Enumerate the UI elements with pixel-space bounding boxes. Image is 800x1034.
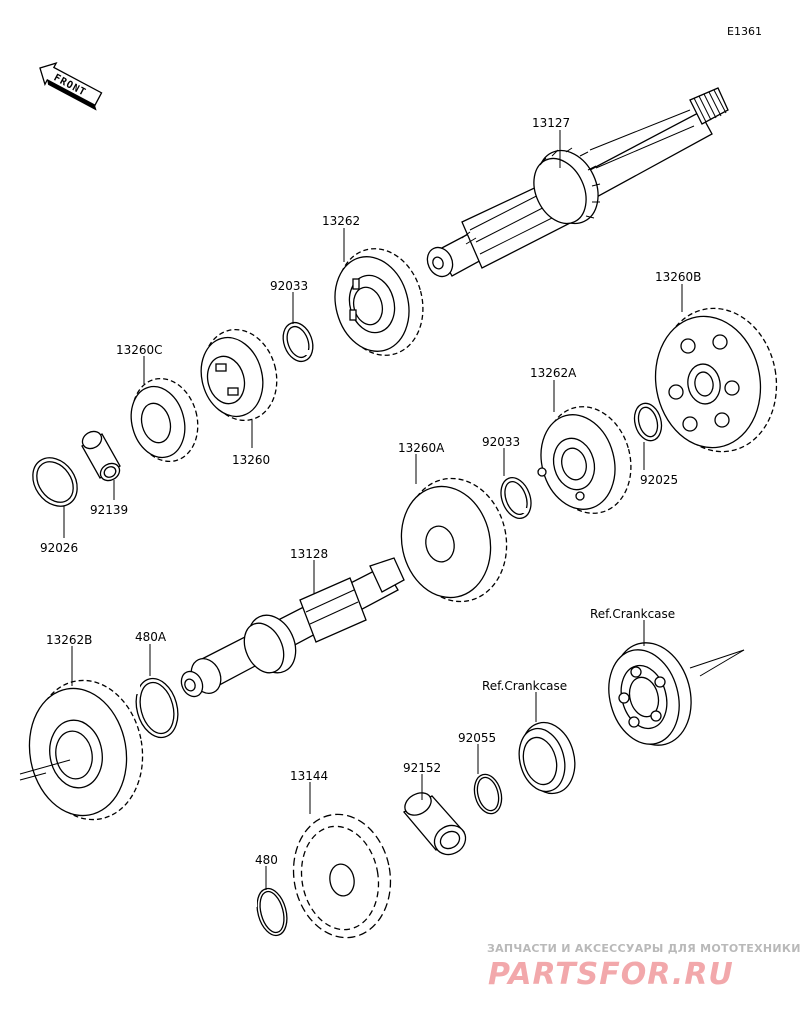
gear-13260C[interactable]	[123, 371, 207, 469]
gear-13262A[interactable]	[531, 397, 643, 523]
bushing-92139[interactable]	[79, 428, 122, 484]
label-13262A[interactable]: 13262A	[530, 366, 577, 380]
collar-92152[interactable]	[401, 788, 471, 860]
output-shaft-13127[interactable]	[423, 87, 729, 281]
bearing-ref-crankcase-large[interactable]	[599, 634, 702, 754]
leader-lines	[63, 130, 683, 890]
label-13262[interactable]: 13262	[322, 214, 360, 228]
label-92033-upper[interactable]: 92033	[270, 279, 308, 293]
part-labels: 13127 13262 92033 13260C 13260 92139 920…	[40, 116, 701, 867]
label-ref-crankcase-1[interactable]: Ref.Crankcase	[590, 607, 675, 621]
washer-92025[interactable]	[631, 400, 666, 443]
label-13262B[interactable]: 13262B	[46, 633, 92, 647]
circlip-480A[interactable]	[130, 674, 184, 742]
label-92033-lower[interactable]: 92033	[482, 435, 520, 449]
gear-13260[interactable]	[193, 321, 287, 429]
label-13128[interactable]: 13128	[290, 547, 328, 561]
gear-13260B[interactable]	[645, 299, 787, 461]
label-13260C[interactable]: 13260C	[116, 343, 163, 357]
o-ring-92055[interactable]	[470, 771, 505, 816]
label-480A[interactable]: 480A	[135, 630, 167, 644]
label-13127[interactable]: 13127	[532, 116, 570, 130]
oil-seal-ref-crankcase[interactable]	[512, 716, 582, 799]
label-92055[interactable]: 92055	[458, 731, 496, 745]
gear-13260A[interactable]	[391, 469, 517, 611]
watermark: ЗАПЧАСТИ И АКСЕССУАРЫ ДЛЯ МОТОТЕХНИКИ PA…	[487, 942, 800, 992]
input-shaft-13128[interactable]	[177, 557, 405, 700]
washer-92026[interactable]	[24, 449, 87, 515]
circlip-92033-lower[interactable]	[496, 473, 537, 522]
label-13260A[interactable]: 13260A	[398, 441, 445, 455]
watermark-tagline: ЗАПЧАСТИ И АКСЕССУАРЫ ДЛЯ МОТОТЕХНИКИ	[487, 942, 800, 955]
label-480[interactable]: 480	[255, 853, 278, 867]
gear-13262B[interactable]	[20, 672, 154, 829]
circlip-92033-upper[interactable]	[278, 318, 318, 365]
sprocket-13144[interactable]	[284, 807, 400, 946]
label-13260B[interactable]: 13260B	[655, 270, 701, 284]
label-ref-crankcase-2[interactable]: Ref.Crankcase	[482, 679, 567, 693]
diagram-code: E1361	[727, 25, 762, 38]
circlip-480[interactable]	[250, 885, 292, 939]
gear-13262[interactable]	[325, 239, 435, 365]
label-13260[interactable]: 13260	[232, 453, 270, 467]
label-92025[interactable]: 92025	[640, 473, 678, 487]
watermark-logo: PARTSFOR.RU	[488, 957, 734, 992]
label-92152[interactable]: 92152	[403, 761, 441, 775]
front-arrow-icon: FRONT	[39, 61, 103, 111]
label-92026[interactable]: 92026	[40, 541, 78, 555]
label-13144[interactable]: 13144	[290, 769, 328, 783]
label-92139[interactable]: 92139	[90, 503, 128, 517]
